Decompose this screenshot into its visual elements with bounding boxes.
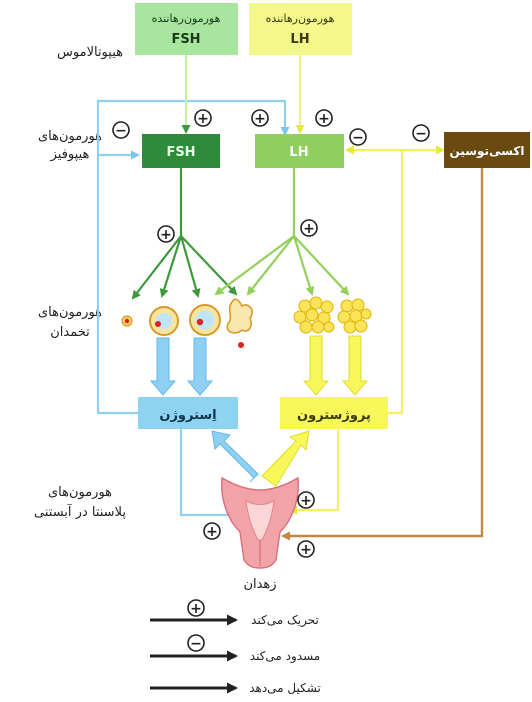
svg-text:+: + (197, 111, 209, 127)
fsh-box-label: FSH (166, 145, 195, 160)
progesterone-label: پروژسترون (297, 408, 371, 423)
plus-icon: + (157, 225, 175, 243)
placenta-to-estrogen-arrow (211, 430, 259, 483)
lh-releasing-box (249, 3, 352, 55)
svg-text:+: + (190, 601, 202, 617)
estrogen-box (138, 397, 238, 429)
plus-icon: + (297, 540, 315, 558)
label-ovary-2: تخمدان (50, 325, 90, 340)
legend-forms-label: تشکیل می‌دهد (249, 681, 321, 695)
estrogen-label: اِستروژن (159, 408, 217, 423)
follicle-to-estrogen-arrows (149, 337, 214, 396)
minus-icon: − (412, 124, 430, 142)
luteum-to-progesterone-arrows (302, 335, 369, 396)
corpus-luteum-icon (293, 296, 335, 334)
minus-icon (187, 634, 205, 652)
svg-text:+: + (300, 542, 312, 558)
lh-box-label: LH (289, 145, 308, 160)
lh-box (255, 134, 344, 168)
svg-text:+: + (254, 111, 266, 127)
uterus-label: زهدان (243, 577, 276, 592)
follicle-primary-icon (121, 315, 133, 327)
estrogen-feedback-to-lh (96, 99, 290, 415)
plus-icon: + (300, 219, 318, 237)
follicle-growing-icon (149, 306, 179, 336)
fsh-releasing-box (135, 3, 238, 55)
label-placenta-1: هورمون‌های (48, 485, 112, 500)
plus-icon: + (194, 109, 212, 127)
legend: + تحریک می‌کند − مسدود می‌کند تشکیل می‌د… (150, 599, 321, 695)
svg-text:+: + (318, 111, 330, 127)
progesterone-to-uterus-arrow (288, 429, 340, 515)
label-pituitary-2: هیپوفیز (50, 147, 90, 162)
svg-text:−: − (190, 636, 202, 652)
svg-text:+: + (303, 221, 315, 237)
corpus-luteum-2-icon (337, 298, 372, 334)
label-hypothalamus: هیپوتالاموس (57, 45, 123, 60)
plus-icon (187, 599, 205, 617)
follicle-mature-icon (189, 304, 221, 336)
svg-text:−: − (115, 123, 127, 139)
label-pituitary-1: هورمون‌های (38, 129, 102, 144)
uterus-icon (221, 476, 299, 569)
placenta-to-progesterone-arrow (261, 430, 310, 487)
label-placenta-2: پلاسنتا در آبستنی (34, 503, 126, 520)
legend-inhibits-label: مسدود می‌کند (250, 649, 320, 664)
minus-icon: − (112, 121, 130, 139)
fsh-fan-arrows (131, 168, 238, 300)
label-ovary-1: هورمون‌های (38, 305, 102, 320)
svg-text:+: + (160, 227, 172, 243)
plus-icon: + (315, 109, 333, 127)
svg-text:+: + (206, 524, 218, 540)
svg-text:−: − (352, 130, 364, 146)
fsh-releasing-line1: هورمون‌رهاننده (152, 12, 221, 25)
plus-icon: + (297, 491, 315, 509)
ovulation-icon (226, 298, 253, 348)
fsh-box (142, 134, 220, 168)
svg-text:−: − (415, 126, 427, 142)
plus-icon: + (251, 109, 269, 127)
oxytocin-box (444, 132, 530, 168)
fsh-releasing-line2: FSH (171, 32, 200, 47)
lh-fan-arrows (214, 168, 350, 296)
lh-releasing-line2: LH (290, 32, 309, 47)
legend-inhibits: − مسدود می‌کند (150, 634, 320, 664)
legend-stimulates: + تحریک می‌کند (150, 599, 319, 628)
progesterone-feedback-to-lh (345, 145, 404, 415)
svg-text:+: + (300, 493, 312, 509)
plus-icon: + (203, 522, 221, 540)
legend-forms: تشکیل می‌دهد (150, 681, 321, 695)
estrogen-to-uterus-arrow (179, 429, 240, 520)
oxytocin-label: اکسی‌توسین (450, 144, 525, 159)
progesterone-box (280, 397, 388, 429)
lh-releasing-line1: هورمون‌رهاننده (266, 12, 335, 25)
oxytocin-to-uterus-arrow (281, 168, 484, 541)
minus-icon: − (349, 128, 367, 146)
legend-stimulates-label: تحریک می‌کند (251, 613, 319, 628)
